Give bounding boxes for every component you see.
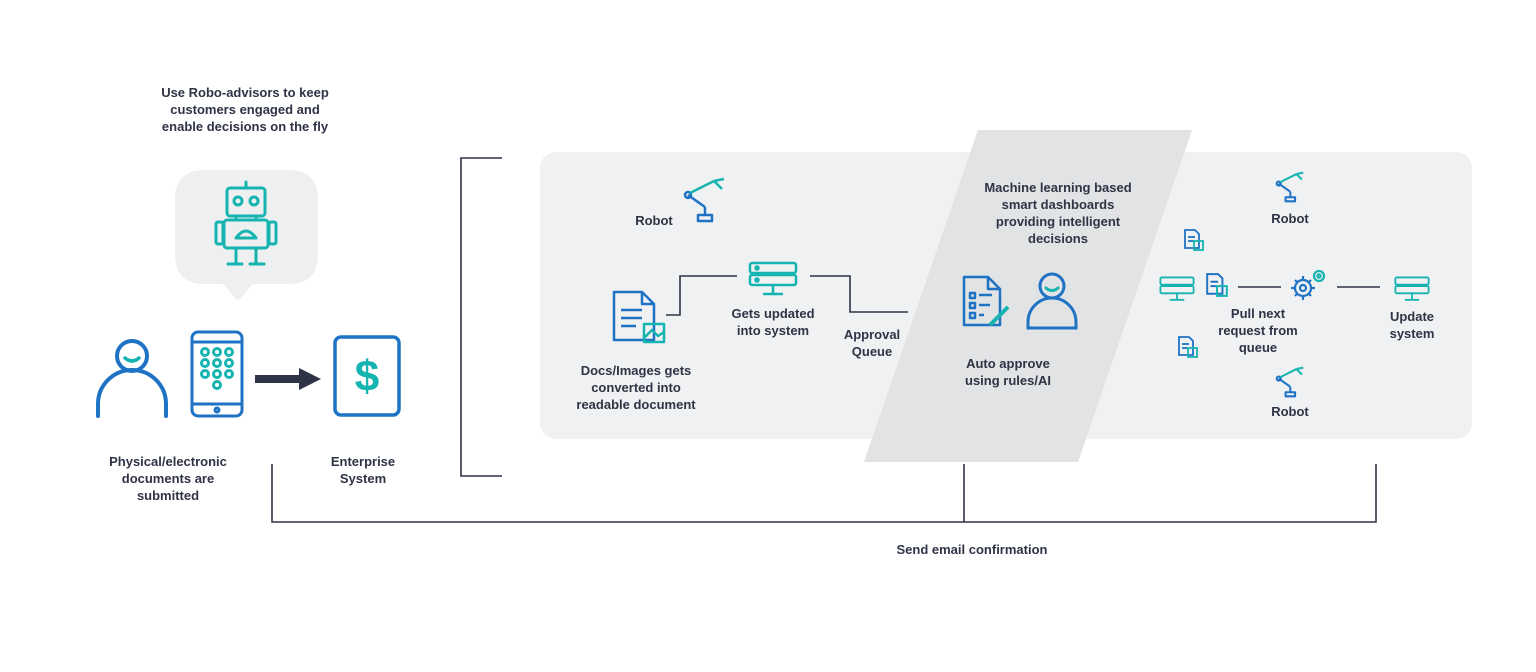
robo-advisors-label: Use Robo-advisors to keep customers enga… <box>161 85 329 134</box>
send-email-label: Send email confirmation <box>896 542 1048 557</box>
ml-dashboards-label: Machine learning based smart dashboards … <box>984 180 1132 246</box>
user-icon <box>1026 272 1078 330</box>
physical-documents-label: Physical/electronic documents are submit… <box>109 454 227 503</box>
robot-icon <box>214 180 278 268</box>
enterprise-system-label: Enterprise System <box>330 454 396 486</box>
robot-label: Robot <box>1271 211 1309 226</box>
phone-keypad-icon <box>190 330 244 418</box>
robot-label: Robot <box>1271 404 1309 419</box>
speech-bubble <box>175 170 318 301</box>
gears-icon <box>1289 268 1329 302</box>
dollar-icon: $ <box>333 335 401 417</box>
robot-arm-icon <box>683 177 728 223</box>
approval-queue-label: Approval Queue <box>843 327 901 359</box>
flow-server-to-queue <box>810 275 908 313</box>
user-icon <box>96 338 168 418</box>
file-play-icon <box>1178 336 1198 358</box>
server-icon <box>1393 276 1431 302</box>
pull-next-request-label: Pull next request from queue <box>1218 306 1298 355</box>
svg-text:$: $ <box>355 352 379 401</box>
ml-band <box>864 130 1192 462</box>
robot-arm-icon <box>1275 366 1306 398</box>
flow-doc-to-server <box>666 275 737 316</box>
email-connector <box>271 464 1377 523</box>
auto-approve-label: Auto approve using rules/AI <box>965 356 1051 388</box>
gets-updated-label: Gets updated into system <box>731 306 815 338</box>
document-image-icon <box>612 290 668 346</box>
file-play-icon <box>1184 229 1204 251</box>
bracket <box>460 157 502 477</box>
update-system-label: Update system <box>1389 309 1435 341</box>
server-icon <box>748 261 798 297</box>
arrow-right-icon <box>255 368 321 390</box>
file-play-icon <box>1206 273 1228 297</box>
robot-label: Robot <box>635 213 673 228</box>
server-icon <box>1158 276 1196 302</box>
checklist-icon <box>962 275 1012 331</box>
robot-arm-icon <box>1275 171 1306 203</box>
docs-converted-label: Docs/Images gets converted into readable… <box>576 363 696 412</box>
